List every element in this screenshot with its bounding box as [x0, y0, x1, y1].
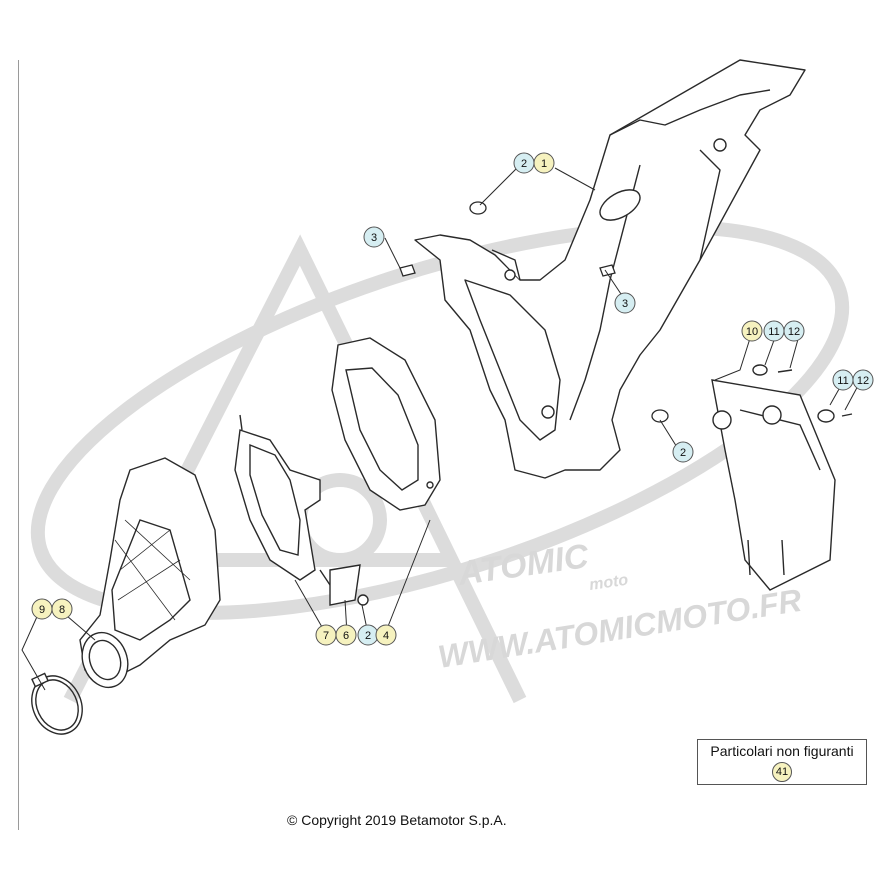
callout-10: 10 — [741, 320, 763, 342]
callout-number: 2 — [521, 158, 527, 170]
callout-circle — [783, 320, 805, 342]
callout-number: 4 — [383, 630, 389, 642]
callout-number: 11 — [768, 326, 779, 338]
callout-3: 3 — [363, 226, 385, 248]
callout-2: 2 — [672, 441, 694, 463]
callout-2: 2 — [357, 624, 379, 646]
legend-badge: 41 — [772, 762, 792, 782]
callout-9: 9 — [31, 598, 53, 620]
callout-number: 2 — [680, 447, 686, 459]
callout-12: 12 — [852, 369, 874, 391]
callout-number: 7 — [323, 630, 329, 642]
watermark-sub: moto — [588, 572, 629, 594]
callout-4: 4 — [375, 624, 397, 646]
callout-number: 8 — [59, 604, 65, 616]
callout-2: 2 — [513, 152, 535, 174]
legend-box: Particolari non figuranti 41 — [697, 739, 867, 785]
air-filter-part — [331, 337, 441, 511]
callout-circle — [533, 152, 555, 174]
callout-11: 11 — [832, 369, 854, 391]
hose-clamp-part — [31, 672, 83, 735]
callout-circle — [375, 624, 397, 646]
callout-number: 12 — [788, 326, 800, 338]
watermark-brand: ATOMIC — [455, 537, 591, 593]
callout-7: 7 — [315, 624, 337, 646]
filter-cage-part — [234, 414, 369, 606]
intake-boot-part — [79, 457, 221, 689]
callout-11: 11 — [763, 320, 785, 342]
callout-circle — [852, 369, 874, 391]
callout-number: 6 — [343, 630, 349, 642]
fasteners — [399, 201, 669, 423]
callout-circle — [335, 624, 357, 646]
callout-6: 6 — [335, 624, 357, 646]
callout-circle — [672, 441, 694, 463]
left-border-line — [18, 60, 19, 830]
callout-circle — [741, 320, 763, 342]
callout-1: 1 — [533, 152, 555, 174]
callout-circle — [363, 226, 385, 248]
callout-number: 9 — [39, 604, 45, 616]
legend-title: Particolari non figuranti — [710, 743, 854, 759]
heat-shield-part — [711, 364, 853, 591]
callout-number: 10 — [746, 326, 758, 338]
callout-number: 3 — [622, 298, 628, 310]
callout-number: 11 — [837, 375, 848, 387]
callout-number: 3 — [371, 232, 377, 244]
callout-number: 1 — [541, 158, 547, 170]
callout-3: 3 — [614, 292, 636, 314]
callout-12: 12 — [783, 320, 805, 342]
callout-number: 12 — [857, 375, 869, 387]
callout-circle — [614, 292, 636, 314]
copyright-text: © Copyright 2019 Betamotor S.p.A. — [287, 812, 507, 828]
callout-circle — [51, 598, 73, 620]
callout-8: 8 — [51, 598, 73, 620]
callout-number: 2 — [365, 630, 371, 642]
